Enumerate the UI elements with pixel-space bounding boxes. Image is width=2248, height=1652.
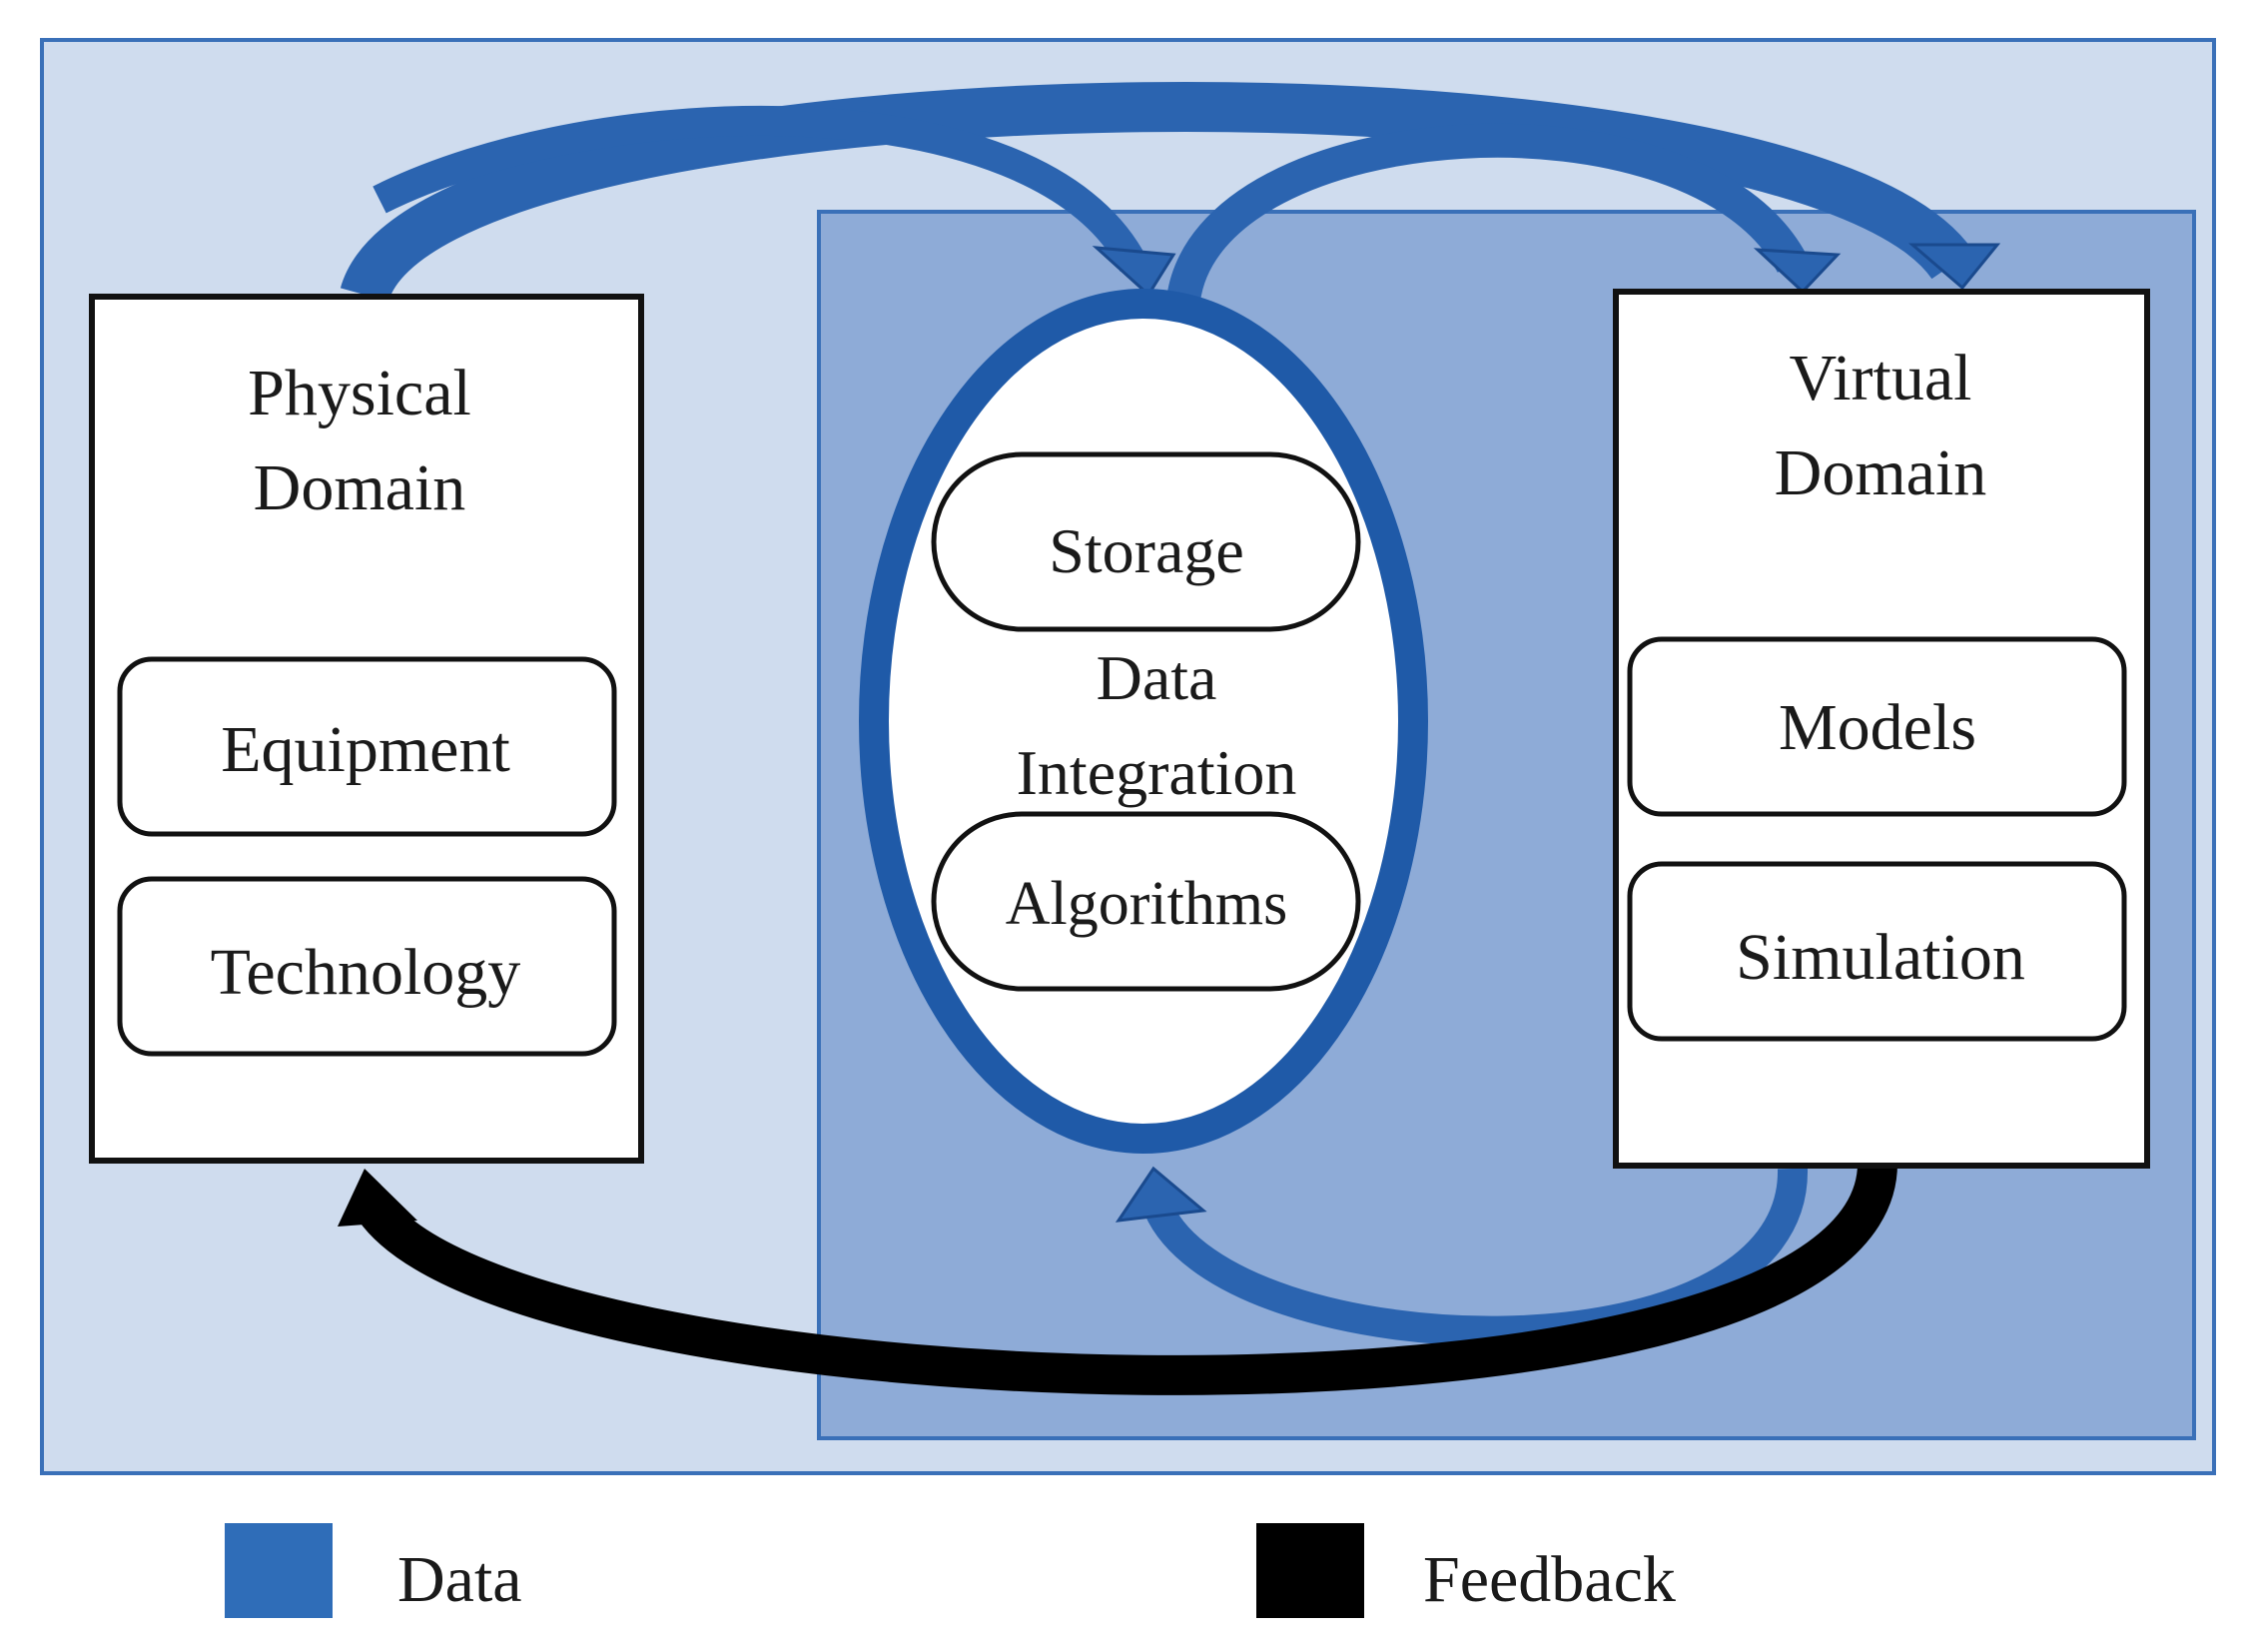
physical-domain-title-line1: Physical xyxy=(248,357,471,429)
data-arrowhead-virtual-left xyxy=(1753,248,1842,295)
legend-data-swatch xyxy=(225,1523,333,1618)
legend-data-label: Data xyxy=(397,1543,522,1616)
physical-domain-box: Physical Domain Equipment Technology xyxy=(89,294,644,1164)
feedback-arrow-virtual-to-physical xyxy=(358,1162,1897,1395)
data-arrow-physical-to-integration xyxy=(373,105,1147,273)
simulation-label: Simulation xyxy=(1736,921,2025,994)
data-arrow-physical-to-virtual xyxy=(340,82,1973,304)
data-integration-title-line2: Integration xyxy=(1017,737,1297,808)
algorithms-label: Algorithms xyxy=(1006,870,1287,938)
equipment-node xyxy=(117,656,617,837)
equipment-label: Equipment xyxy=(221,713,510,786)
simulation-node xyxy=(1627,861,2127,1042)
virtual-domain-box: Virtual Domain Models Simulation xyxy=(1613,289,2150,1169)
legend: Data Feedback xyxy=(225,1523,1676,1618)
legend-feedback-label: Feedback xyxy=(1423,1543,1676,1616)
legend-feedback-swatch xyxy=(1256,1523,1364,1618)
data-arrowhead-integration-bottom xyxy=(1115,1166,1207,1223)
storage-label: Storage xyxy=(1049,515,1244,586)
physical-domain-title-line2: Domain xyxy=(254,451,466,524)
data-integration-ellipse: Storage Data Integration Algorithms xyxy=(859,289,1428,1154)
models-label: Models xyxy=(1779,691,1976,764)
data-arrow-virtual-to-integration xyxy=(1144,1168,1809,1346)
algorithms-node xyxy=(931,811,1361,992)
models-node xyxy=(1627,636,2127,817)
technology-label: Technology xyxy=(211,936,521,1009)
virtual-domain-title-line1: Virtual xyxy=(1790,342,1972,414)
technology-node xyxy=(117,876,617,1057)
storage-node xyxy=(931,451,1361,632)
data-arrowhead-virtual-right xyxy=(1907,243,2001,291)
data-arrow-integration-to-virtual xyxy=(1166,123,1809,304)
virtual-domain-title-line2: Domain xyxy=(1775,436,1987,509)
data-integration-title-line1: Data xyxy=(1097,642,1217,713)
data-arrowhead-integration xyxy=(1092,246,1176,298)
feedback-arrowhead-physical xyxy=(338,1169,417,1227)
